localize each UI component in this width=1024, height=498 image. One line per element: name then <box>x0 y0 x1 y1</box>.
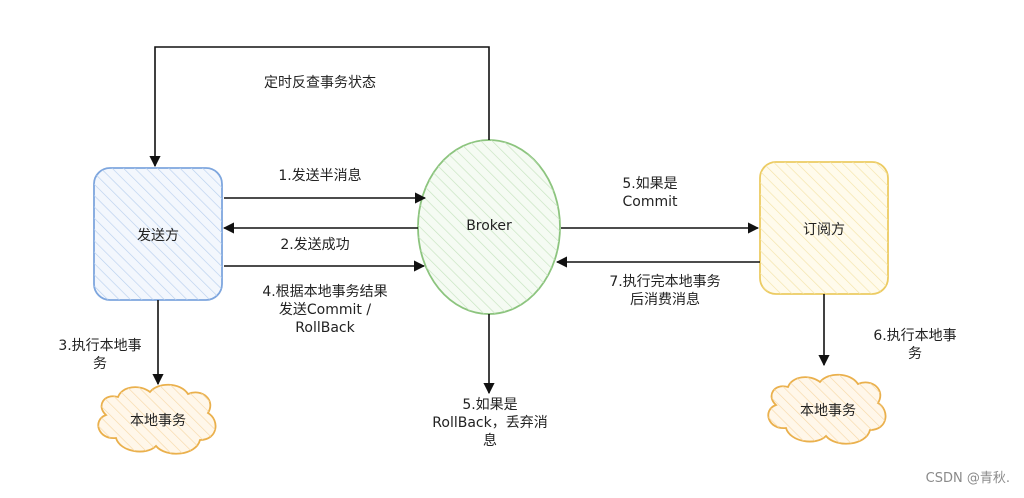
label-check-status: 定时反查事务状态 <box>264 75 376 91</box>
local-transaction-cloud-left <box>97 383 217 455</box>
edge-check-status <box>149 46 490 168</box>
label-local-exec-left: 3.执行本地事 务 <box>58 338 142 372</box>
subscriber-label: 订阅方 <box>803 222 845 238</box>
label-send-half: 1.发送半消息 <box>278 168 362 184</box>
label-consume: 7.执行完本地事务 后消费消息 <box>609 274 721 308</box>
label-if-rollback: 5.如果是 RollBack，丢弃消 息 <box>432 397 548 449</box>
sender-label: 发送方 <box>137 228 179 244</box>
label-if-commit: 5.如果是 Commit <box>622 176 678 210</box>
sender-node <box>93 167 223 301</box>
broker-node <box>417 139 561 315</box>
label-local-exec-right: 6.执行本地事 务 <box>873 328 957 362</box>
subscriber-node <box>759 161 889 295</box>
local-transaction-cloud-right <box>767 373 887 445</box>
label-commit-rollback: 4.根据本地事务结果 发送Commit / RollBack <box>262 284 388 336</box>
label-send-success: 2.发送成功 <box>280 237 350 253</box>
watermark: CSDN @青秋. <box>925 471 1010 486</box>
broker-label: Broker <box>466 218 512 234</box>
cloud-left-label: 本地事务 <box>130 413 186 429</box>
cloud-right-label: 本地事务 <box>800 403 856 419</box>
